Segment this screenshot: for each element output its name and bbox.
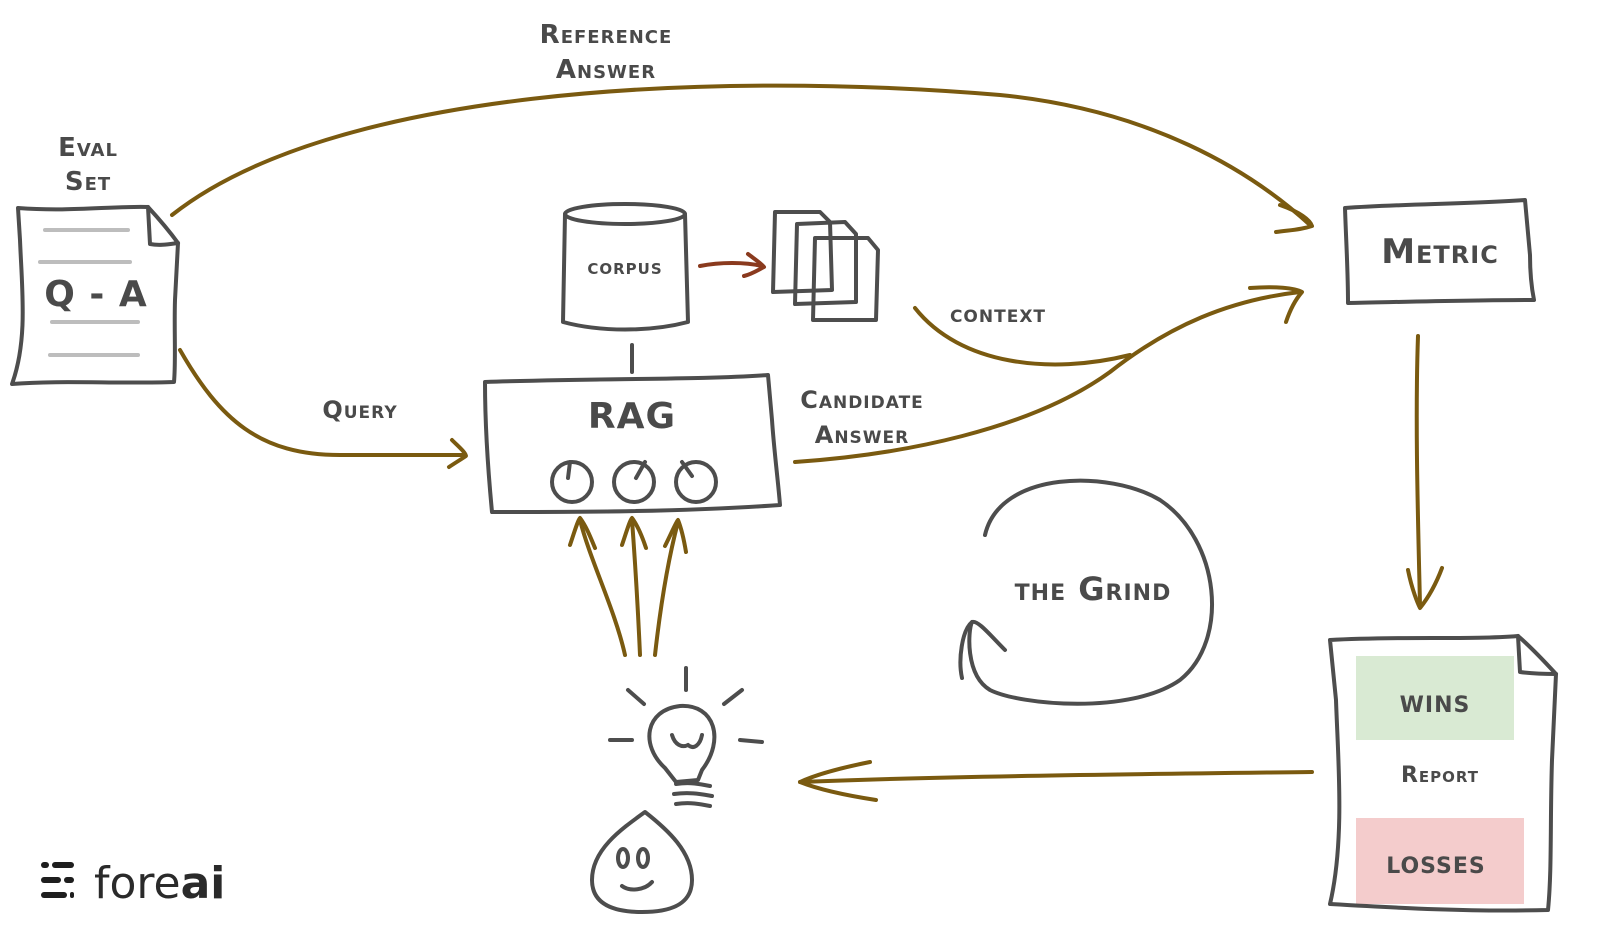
tuning-knob-icon [552, 462, 592, 502]
context-label: context [950, 300, 1046, 328]
idea-to-rag-arrows [570, 518, 686, 655]
tuning-knob-icon [676, 462, 716, 502]
foreai-logo: foreai [41, 858, 225, 909]
query-arrow: Query [180, 350, 466, 467]
the-grind-loop: the Grind [960, 481, 1212, 704]
foreai-logo-text-bold: ai [181, 858, 226, 909]
foreai-logo-text: foreai [94, 858, 225, 909]
eval-set-content: Q - A [44, 274, 147, 315]
eval-set-document: Eval Set Q - A [12, 133, 178, 384]
metric-to-report-arrow [1408, 336, 1442, 608]
context-arrow: context [915, 300, 1130, 364]
foreai-logo-icon [41, 862, 74, 898]
tuning-knob-icon [614, 462, 654, 502]
candidate-answer-label-line2: Answer [815, 421, 910, 449]
losses-label: losses [1386, 843, 1486, 881]
report-document: wins Report losses [1330, 636, 1556, 911]
person-head-icon [592, 812, 692, 912]
query-label: Query [322, 396, 397, 424]
corpus-label: corpus [587, 255, 662, 280]
rag-label: RAG [588, 396, 676, 437]
report-label: Report [1401, 763, 1479, 788]
corpus-top [565, 204, 685, 224]
reference-answer-label-line2: Answer [556, 55, 656, 85]
metric-label: Metric [1381, 232, 1499, 272]
candidate-answer-label-line1: Candidate [800, 386, 924, 414]
corpus-to-documents-arrow [700, 254, 764, 276]
wins-label: wins [1400, 682, 1471, 720]
reference-answer-label-line1: Reference [540, 20, 673, 50]
eval-set-label-line2: Set [65, 167, 111, 197]
eval-set-label-line1: Eval [58, 133, 118, 163]
rag-system-box: RAG [485, 375, 780, 512]
report-to-idea-arrow [800, 762, 1312, 800]
metric-box: Metric [1345, 200, 1534, 303]
the-grind-label: the Grind [1015, 570, 1172, 608]
lightbulb-icon [610, 668, 762, 806]
candidate-answer-arrow: Candidate Answer [795, 287, 1302, 462]
corpus-database: corpus [563, 204, 688, 372]
foreai-logo-text-light: fore [94, 858, 181, 909]
reference-answer-arrow: Reference Answer [172, 20, 1312, 232]
documents-stack-icon [773, 212, 878, 320]
